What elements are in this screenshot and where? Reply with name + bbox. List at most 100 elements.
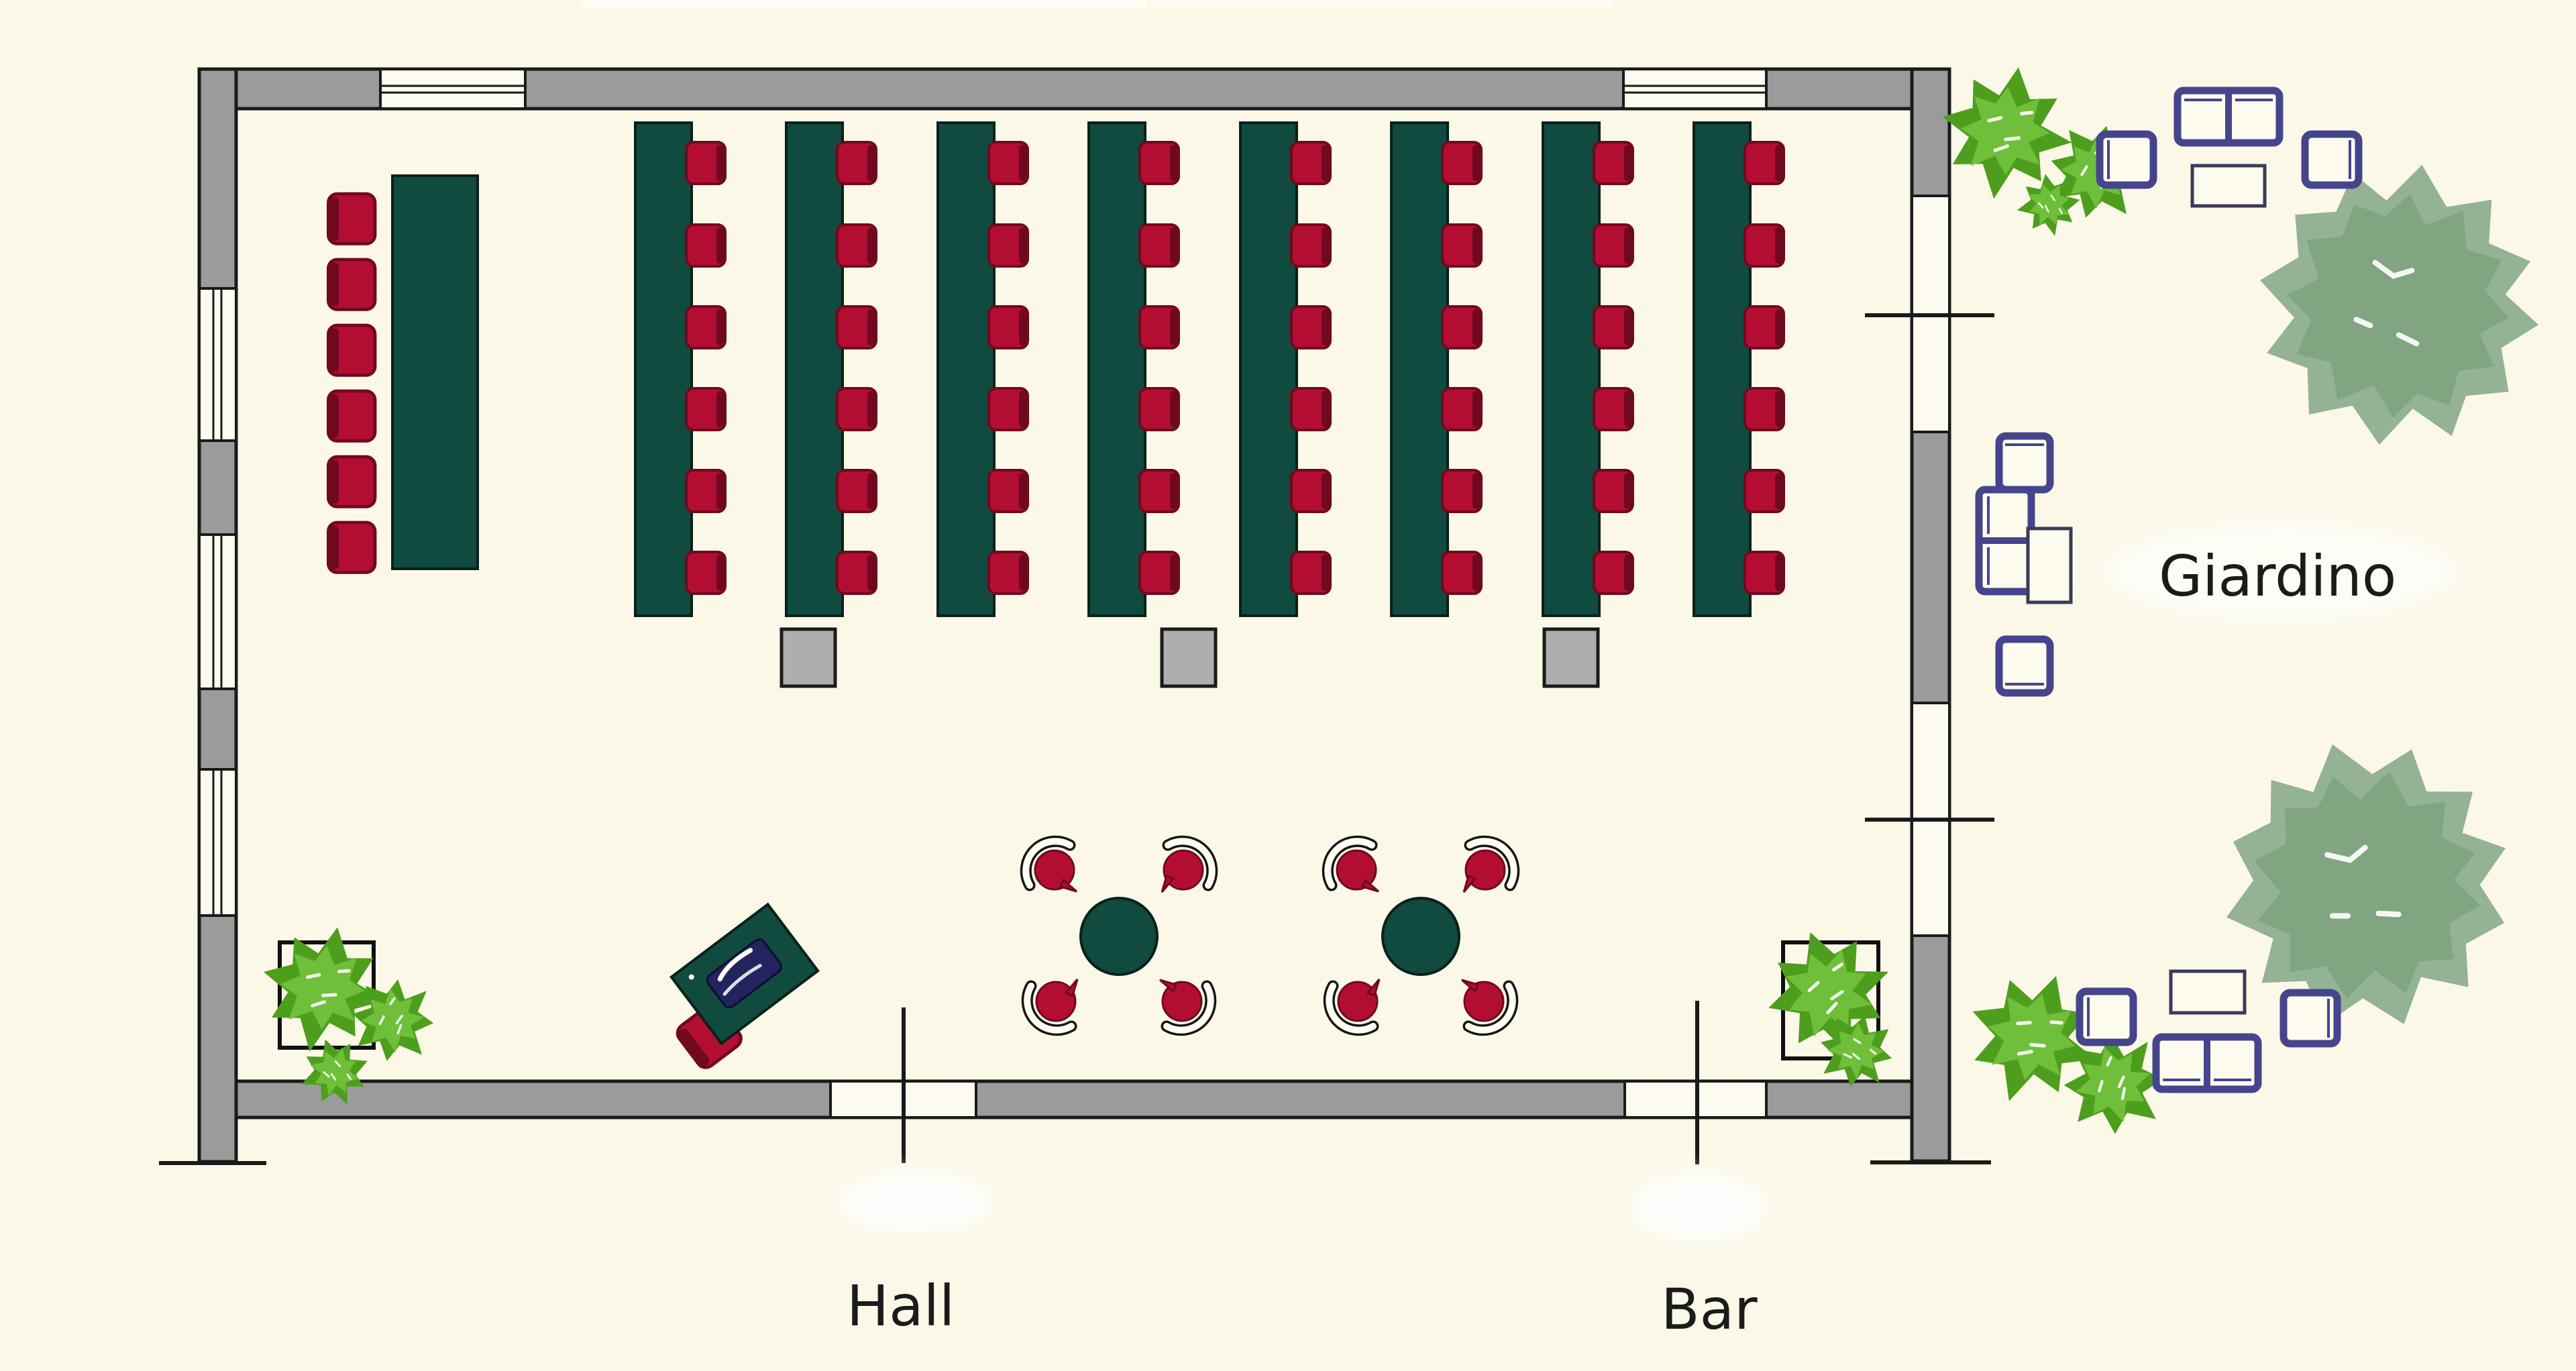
chair	[1593, 469, 1634, 513]
chair	[1138, 223, 1180, 268]
head-chair	[328, 260, 375, 309]
round-chair	[1162, 841, 1212, 892]
window-left-2	[198, 533, 237, 690]
chair	[1138, 387, 1180, 431]
classroom-table	[1390, 121, 1449, 617]
round-chair	[1329, 979, 1379, 1030]
garden-armchair	[2305, 134, 2359, 185]
head-chair	[328, 194, 375, 243]
chair	[685, 387, 727, 431]
white-strip	[1151, 0, 1614, 7]
chair	[1743, 387, 1785, 431]
equipment-stand	[1160, 627, 1218, 688]
window-left-3	[198, 768, 237, 917]
garden-coffee-table	[2026, 527, 2073, 604]
round-table	[1079, 897, 1159, 976]
label-giardino: Giardino	[2159, 543, 2396, 609]
planter-bottom-left	[248, 914, 458, 1118]
garden-armchair	[2080, 991, 2133, 1042]
chair	[1593, 305, 1634, 349]
round-table	[1381, 897, 1460, 976]
classroom-table-row-7	[1542, 121, 1634, 617]
lounge-set-bottom	[2080, 969, 2337, 1089]
classroom-table-row-1	[634, 121, 727, 617]
classroom-table-row-2	[785, 121, 877, 617]
chair	[836, 305, 877, 349]
chair	[836, 141, 877, 185]
window-top-left	[379, 68, 527, 110]
classroom-table-row-5	[1239, 121, 1332, 617]
planter-bottom-right	[1748, 913, 1913, 1107]
classroom-table-row-8	[1693, 121, 1785, 617]
white-patch	[837, 1172, 995, 1231]
round-table-group-1	[1026, 841, 1212, 1030]
chair	[1441, 223, 1483, 268]
round-chair	[1328, 841, 1379, 891]
classroom-table	[936, 121, 996, 617]
garden-armchair	[2284, 993, 2337, 1044]
chair	[1743, 551, 1785, 595]
round-chair	[1462, 980, 1513, 1030]
garden-sofa	[2178, 91, 2279, 143]
garden-tree-top	[2230, 135, 2569, 474]
garden-sofa	[1979, 490, 2031, 592]
lounge-set-middle	[1979, 436, 2073, 693]
chair	[1441, 305, 1483, 349]
garden-coffee-table	[2190, 164, 2267, 208]
chair	[1290, 223, 1332, 268]
chair	[1593, 223, 1634, 268]
classroom-table	[1542, 121, 1601, 617]
chair	[836, 223, 877, 268]
chair	[1441, 469, 1483, 513]
chair	[1441, 387, 1483, 431]
chair	[987, 305, 1029, 349]
chair	[685, 305, 727, 349]
round-chair	[1464, 841, 1514, 892]
reception-desk-group	[669, 902, 820, 1071]
chair	[1743, 305, 1785, 349]
label-bar: Bar	[1661, 1276, 1758, 1342]
head-table-group	[328, 174, 479, 572]
chair	[1593, 141, 1634, 185]
garden-tree-bottom	[2180, 697, 2555, 1072]
chair	[1138, 551, 1180, 595]
garden-sofa	[2156, 1037, 2258, 1089]
chair	[1290, 387, 1332, 431]
classroom-table-row-4	[1087, 121, 1180, 617]
equipment-stand	[780, 627, 837, 688]
classroom-table	[1087, 121, 1146, 617]
classroom-table	[1239, 121, 1298, 617]
chair	[1441, 141, 1483, 185]
garden-coffee-table	[2169, 969, 2247, 1015]
chair	[987, 141, 1029, 185]
round-chair	[1027, 979, 1077, 1030]
chair	[987, 387, 1029, 431]
chair	[685, 141, 727, 185]
chair	[1743, 141, 1785, 185]
chair	[987, 223, 1029, 268]
chair	[1743, 469, 1785, 513]
window-left-1	[198, 287, 237, 442]
chair	[836, 551, 877, 595]
white-strip	[580, 0, 1147, 9]
chair	[1138, 141, 1180, 185]
round-chair	[1160, 980, 1211, 1030]
classroom-table-row-6	[1390, 121, 1483, 617]
head-chair	[328, 325, 375, 375]
chair	[1290, 551, 1332, 595]
head-chair	[328, 457, 375, 506]
chair	[1290, 469, 1332, 513]
plant-icon	[248, 914, 398, 1065]
chair	[685, 469, 727, 513]
garden-armchair	[1999, 639, 2050, 693]
chair	[1290, 305, 1332, 349]
chair	[1138, 305, 1180, 349]
label-hall: Hall	[847, 1273, 955, 1339]
classroom-table	[1693, 121, 1752, 617]
head-chair	[328, 523, 375, 572]
chair	[1593, 387, 1634, 431]
garden-armchair	[1999, 436, 2050, 490]
laptop	[688, 938, 782, 1009]
